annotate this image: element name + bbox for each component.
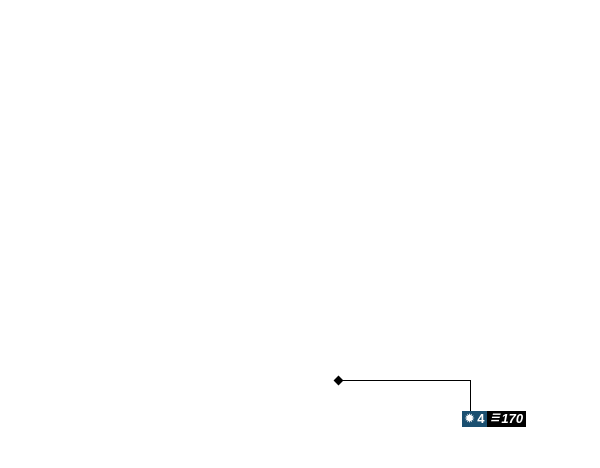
speed-badge: ☰ 170	[487, 411, 527, 427]
gear-icon: ✹	[465, 413, 475, 425]
count-value: 4	[477, 411, 485, 426]
leader-line-horizontal	[339, 380, 471, 381]
count-badge: ✹ 4	[462, 411, 488, 427]
leader-line-vertical	[470, 380, 471, 411]
unit-label[interactable]: ✹ 4 ☰ 170	[462, 411, 527, 427]
speed-lines-icon: ☰	[490, 413, 500, 424]
speed-value: 170	[501, 411, 524, 426]
